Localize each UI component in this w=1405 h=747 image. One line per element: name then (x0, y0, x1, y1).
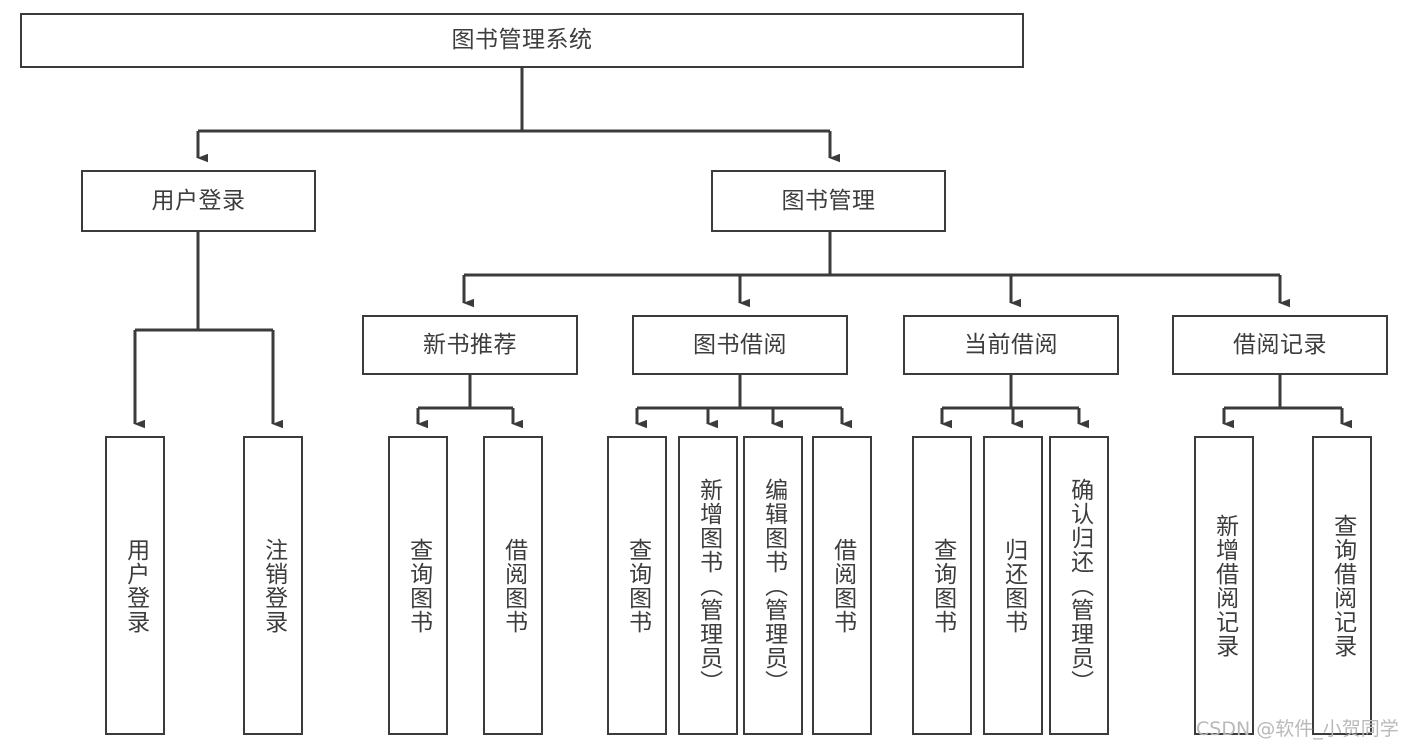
node-root-system[interactable]: 图书管理系统 (20, 13, 1024, 68)
node-book-borrow-label: 图书借阅 (693, 331, 787, 358)
leaf-new-book-query-label: 查询图书 (405, 537, 432, 634)
leaf-borrow-record-query-label: 查询借阅记录 (1329, 513, 1356, 658)
leaf-user-login-logout-label: 注销登录 (260, 537, 287, 634)
leaf-new-book-borrow[interactable]: 借阅图书 (483, 436, 543, 735)
leaf-book-borrow-borrow-label: 借阅图书 (829, 537, 856, 634)
node-borrow-record[interactable]: 借阅记录 (1172, 315, 1388, 375)
node-user-login[interactable]: 用户登录 (81, 170, 316, 232)
csdn-watermark: CSDN @软件_小贺同学 (1196, 718, 1399, 740)
leaf-current-borrow-return-label: 归还图书 (1000, 537, 1027, 634)
node-user-login-label: 用户登录 (151, 187, 246, 214)
leaf-borrow-record-add[interactable]: 新增借阅记录 (1194, 436, 1254, 735)
leaf-current-borrow-query[interactable]: 查询图书 (912, 436, 972, 735)
node-new-book-recommend-label: 新书推荐 (423, 331, 517, 358)
node-borrow-record-label: 借阅记录 (1233, 331, 1327, 358)
leaf-book-borrow-add-label: 新增图书（管理员） (695, 477, 722, 694)
leaf-book-borrow-add[interactable]: 新增图书（管理员） (678, 436, 738, 735)
node-current-borrow-label: 当前借阅 (964, 331, 1058, 358)
leaf-user-login-logout[interactable]: 注销登录 (243, 436, 303, 735)
leaf-book-borrow-borrow[interactable]: 借阅图书 (812, 436, 872, 735)
leaf-book-borrow-edit-label: 编辑图书（管理员） (760, 477, 787, 694)
leaf-current-borrow-confirm-return[interactable]: 确认归还（管理员） (1049, 436, 1109, 735)
node-new-book-recommend[interactable]: 新书推荐 (362, 315, 578, 375)
leaf-new-book-query[interactable]: 查询图书 (388, 436, 448, 735)
leaf-book-borrow-query[interactable]: 查询图书 (607, 436, 667, 735)
node-book-borrow[interactable]: 图书借阅 (632, 315, 848, 375)
node-book-management-label: 图书管理 (781, 187, 876, 214)
node-current-borrow[interactable]: 当前借阅 (903, 315, 1119, 375)
leaf-book-borrow-query-label: 查询图书 (624, 537, 651, 634)
leaf-user-login-login[interactable]: 用户登录 (105, 436, 165, 735)
leaf-borrow-record-query[interactable]: 查询借阅记录 (1312, 436, 1372, 735)
leaf-new-book-borrow-label: 借阅图书 (500, 537, 527, 634)
leaf-current-borrow-query-label: 查询图书 (929, 537, 956, 634)
node-root-system-label: 图书管理系统 (451, 27, 593, 54)
node-book-management[interactable]: 图书管理 (711, 170, 946, 232)
leaf-book-borrow-edit[interactable]: 编辑图书（管理员） (743, 436, 803, 735)
leaf-user-login-login-label: 用户登录 (122, 537, 149, 634)
leaf-current-borrow-confirm-return-label: 确认归还（管理员） (1066, 477, 1093, 694)
leaf-current-borrow-return[interactable]: 归还图书 (983, 436, 1043, 735)
leaf-borrow-record-add-label: 新增借阅记录 (1211, 513, 1238, 658)
